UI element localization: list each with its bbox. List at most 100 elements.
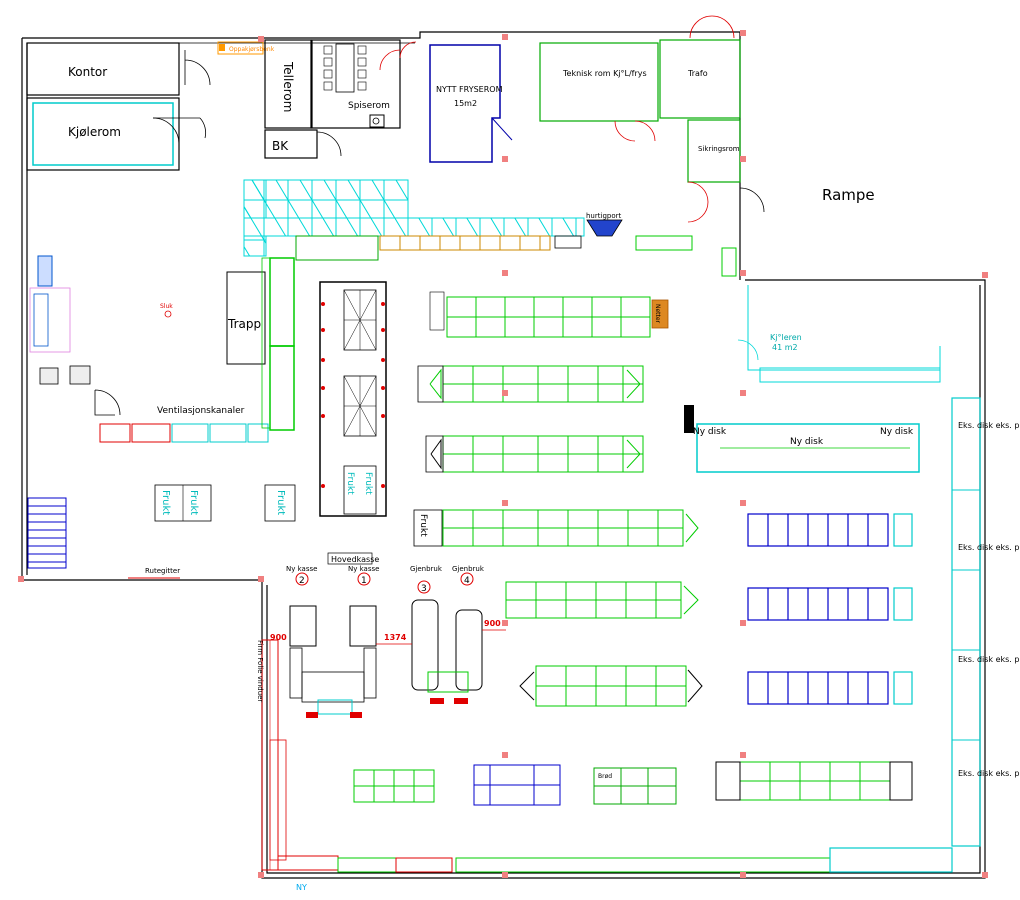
counter-3-num: 3 bbox=[421, 584, 427, 594]
frukt-label-3: Frukt bbox=[275, 490, 286, 515]
rutegitter: Rutegitter bbox=[128, 567, 180, 579]
eks-disk-strip: Eks. disk eks. pos. Eks. disk eks. pos. … bbox=[951, 397, 1020, 847]
frukt-label-1: Frukt bbox=[160, 490, 171, 515]
left-wall-equipment bbox=[29, 255, 91, 385]
fryserom-area: 15m2 bbox=[454, 99, 477, 108]
bk-label: BK bbox=[272, 139, 289, 153]
disk-label-1: Ny disk bbox=[693, 427, 727, 437]
counter-2-num: 2 bbox=[299, 576, 305, 586]
kjoleren-title: Kj°leren bbox=[770, 333, 802, 342]
brod-display: Brød bbox=[593, 767, 677, 805]
shelf-block-bottom-left bbox=[353, 769, 435, 803]
frukt-label-4: Frukt bbox=[345, 472, 355, 495]
room-kjolerom: Kjølerom bbox=[26, 97, 180, 171]
shelf-aisle-3 bbox=[425, 435, 644, 473]
freezer-bottom-centre bbox=[473, 764, 561, 806]
oppakjor-marker: Oppakjørsbenk bbox=[217, 41, 275, 55]
trafo-label: Trafo bbox=[687, 69, 708, 78]
bottom-wall-shelves bbox=[337, 847, 953, 873]
vinduer-label: Firm Folie vinduer bbox=[256, 640, 264, 702]
freezer-row-2 bbox=[747, 587, 913, 621]
door-spiserom bbox=[379, 41, 417, 71]
brod-label: Brød bbox=[598, 773, 612, 780]
room-kjoleren: Kj°leren 41 m2 bbox=[737, 285, 941, 383]
frukt-label-2: Frukt bbox=[188, 490, 199, 515]
hurtigport-label: hurtigport bbox=[586, 212, 621, 220]
counter-1-label: Ny kasse bbox=[348, 565, 379, 573]
spiserom-label: Spiserom bbox=[348, 101, 390, 111]
sikringsrom-label: Sikringsrom bbox=[698, 145, 740, 153]
checkout-34-base bbox=[427, 671, 469, 704]
central-gondola: Frukt Frukt bbox=[319, 281, 387, 517]
freezer-row-3 bbox=[747, 671, 913, 705]
frukt-box-2: Frukt bbox=[264, 484, 296, 522]
pillar-markers bbox=[18, 30, 988, 878]
ny-disk-counter: Ny disk Ny disk Ny disk bbox=[693, 423, 920, 473]
black-pillar bbox=[684, 405, 694, 433]
eks-label-4: Eks. disk eks. pos. bbox=[958, 769, 1020, 778]
shelf-aisle-4 bbox=[413, 509, 699, 547]
room-spiserom: Spiserom bbox=[311, 39, 401, 129]
eks-label-2: Eks. disk eks. pos. bbox=[958, 543, 1020, 552]
hovedkasse-label: Hovedkasse bbox=[331, 555, 379, 564]
kontor-label: Kontor bbox=[68, 65, 107, 79]
sluk-label: Sluk bbox=[160, 303, 173, 310]
room-tellerom: Tellerom bbox=[264, 39, 312, 129]
disk-label-3: Ny disk bbox=[880, 427, 914, 437]
teknisk-label: Teknisk rom Kj°L/frys bbox=[562, 69, 647, 78]
room-kontor: Kontor bbox=[26, 42, 180, 96]
frukt-box-1: Frukt Frukt bbox=[154, 484, 212, 522]
shelf-aisle-6 bbox=[519, 665, 703, 707]
checkout-4: Gjenbruk 4 bbox=[452, 565, 485, 691]
dimension-1: 900 bbox=[270, 633, 287, 642]
shelf-aisle-2 bbox=[417, 365, 644, 403]
sluk-marker: Sluk bbox=[160, 303, 173, 318]
area-rampe: Rampe bbox=[822, 186, 875, 204]
frukt-label-6: Frukt bbox=[418, 514, 428, 537]
checkout-12-base bbox=[301, 671, 365, 718]
checkout-3: Gjenbruk 3 bbox=[410, 565, 443, 691]
rampe-label: Rampe bbox=[822, 186, 875, 204]
room-trapp: Trapp bbox=[226, 271, 266, 365]
shelf-aisle-1 bbox=[429, 291, 651, 338]
dining-table bbox=[323, 43, 367, 93]
ventilation-duct: Ventilasjonskanaler bbox=[94, 389, 245, 416]
netter-box: Netter bbox=[651, 299, 669, 329]
eks-label-1: Eks. disk eks. pos. bbox=[958, 421, 1020, 430]
hovedkasse-label-box: Hovedkasse bbox=[327, 552, 379, 565]
room-trafo: Trafo bbox=[659, 15, 741, 119]
eks-label-3: Eks. disk eks. pos. bbox=[958, 655, 1020, 664]
counter-4-label: Gjenbruk bbox=[452, 565, 485, 573]
fryserom-title: NYTT FRYSEROM bbox=[436, 85, 503, 94]
dimension-3: 900 bbox=[484, 619, 501, 628]
top-wall-shelves bbox=[295, 235, 737, 277]
trapp-label: Trapp bbox=[227, 317, 261, 331]
dimension-2: 1374 bbox=[384, 633, 407, 642]
room-sikringsrom: Sikringsrom bbox=[687, 119, 765, 223]
kjoleren-area: 41 m2 bbox=[772, 343, 798, 352]
netter-label: Netter bbox=[654, 304, 661, 324]
room-fryserom: NYTT FRYSEROM 15m2 bbox=[429, 44, 513, 163]
counter-3-label: Gjenbruk bbox=[410, 565, 443, 573]
disk-label-2: Ny disk bbox=[790, 437, 824, 447]
left-wall-coolers bbox=[99, 423, 269, 443]
shelf-aisle-7 bbox=[715, 761, 913, 801]
ny-label: NY bbox=[296, 883, 307, 892]
vertical-cooler-strip bbox=[261, 257, 295, 431]
entrance-window-wall: Firm Folie vinduer NY bbox=[256, 639, 339, 892]
rutegitter-label: Rutegitter bbox=[145, 567, 180, 575]
dimension-markers: 900 1374 900 bbox=[270, 619, 506, 645]
kjolerom-label: Kjølerom bbox=[68, 125, 121, 139]
tellerom-label: Tellerom bbox=[281, 61, 295, 112]
frukt-label-5: Frukt bbox=[363, 472, 373, 495]
door-kjolerom bbox=[152, 117, 206, 145]
blue-entry-grid bbox=[27, 497, 67, 569]
ventilasjon-label: Ventilasjonskanaler bbox=[157, 406, 245, 416]
oppakjor-label: Oppakjørsbenk bbox=[229, 46, 275, 53]
counter-1-num: 1 bbox=[361, 576, 367, 586]
freezer-row-1 bbox=[747, 513, 913, 547]
door-kontor bbox=[184, 50, 211, 86]
counter-4-num: 4 bbox=[464, 576, 470, 586]
counter-2-label: Ny kasse bbox=[286, 565, 317, 573]
